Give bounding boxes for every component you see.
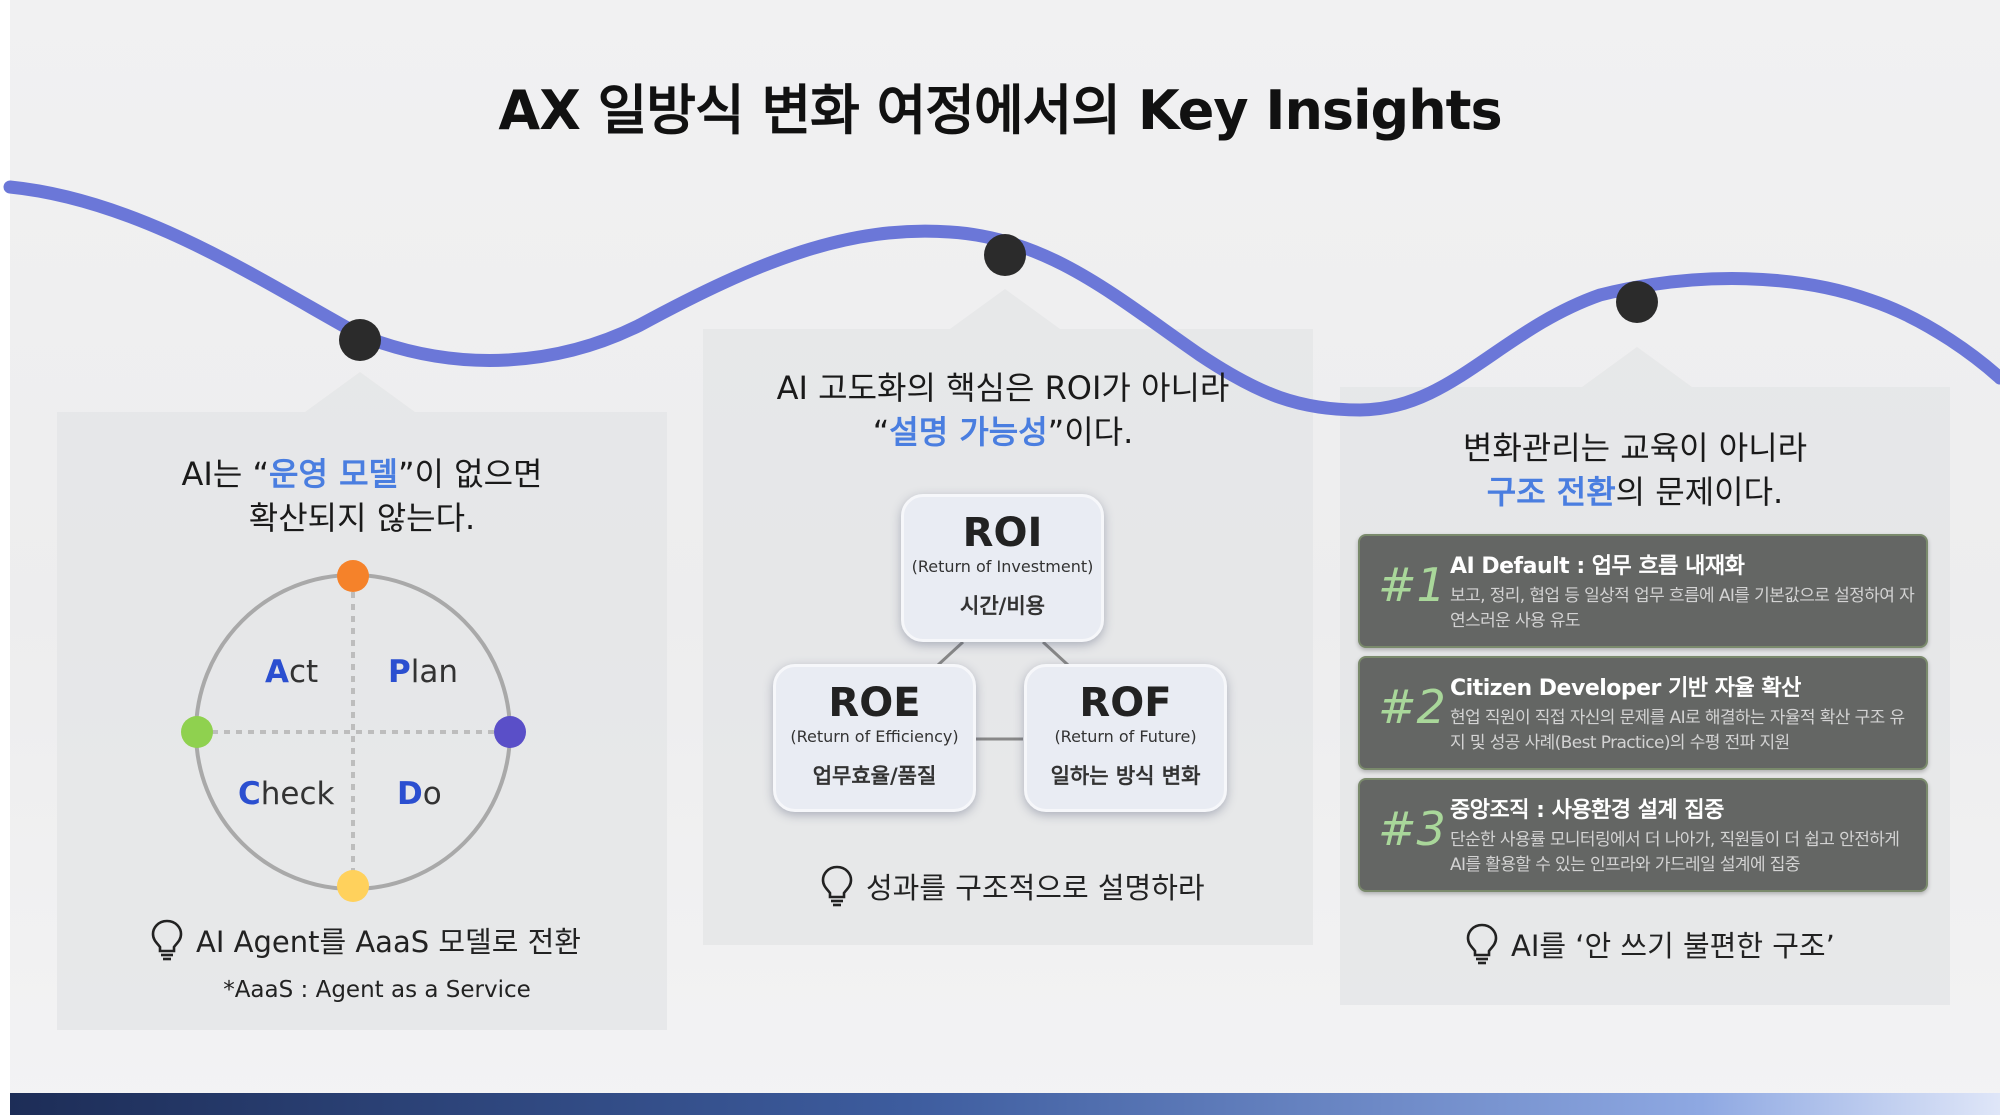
rof-box: ROF (Return of Future) 일하는 방식 변화: [1024, 664, 1227, 812]
box-korean-label: 일하는 방식 변화: [1050, 764, 1201, 788]
bottom-gradient-bar: [10, 1093, 2000, 1115]
tip-text: AI를 ‘안 쓰기 불편한 구조’: [1511, 929, 1835, 963]
pdca-initial: C: [238, 776, 261, 812]
aaas-footnote: *AaaS : Agent as a Service: [223, 977, 531, 1003]
card-title: Citizen Developer 기반 자율 확산: [1450, 676, 1801, 701]
tip-text: AI Agent를 AaaS 모델로 전환: [196, 925, 581, 959]
box-full-name: (Return of Investment): [911, 557, 1094, 576]
pdca-dot-bottom: [337, 870, 369, 902]
lightbulb-icon: [1466, 923, 1498, 965]
lightbulb-icon: [151, 919, 183, 961]
pdca-initial: P: [388, 654, 411, 690]
headline-text: ”이 없으면: [397, 455, 543, 493]
panel-3-headline: 변화관리는 교육이 아니라 구조 전환의 문제이다.: [1340, 426, 1930, 514]
milestone-dot-2: [984, 234, 1026, 276]
headline-highlight: 운영 모델: [269, 455, 398, 493]
pdca-rest: heck: [260, 776, 335, 812]
pdca-dot-right: [494, 716, 526, 748]
insight-card-1: #1 AI Default : 업무 흐름 내재화 보고, 정리, 협업 등 일…: [1358, 534, 1928, 648]
roi-box: ROI (Return of Investment) 시간/비용: [901, 494, 1104, 642]
milestone-dot-1: [339, 319, 381, 361]
pdca-label-check: Check: [238, 776, 334, 812]
headline-highlight: 설명 가능성: [889, 413, 1048, 451]
panel-2-pointer: [950, 289, 1060, 329]
pdca-label-plan: Plan: [388, 654, 458, 690]
panel-1-pointer: [305, 372, 415, 412]
pdca-rest: ct: [289, 654, 319, 690]
pdca-cycle-diagram: [181, 560, 526, 902]
headline-line-2: 확산되지 않는다.: [248, 499, 476, 537]
box-full-name: (Return of Future): [1054, 727, 1197, 746]
box-abbr: ROF: [1079, 680, 1172, 726]
card-title: AI Default : 업무 흐름 내재화: [1450, 554, 1745, 579]
insight-card-3: #3 중앙조직 : 사용환경 설계 집중 단순한 사용률 모니터링에서 더 나아…: [1358, 778, 1928, 892]
pdca-label-do: Do: [397, 776, 442, 812]
panel-1-headline: AI는 “운영 모델”이 없으면 확산되지 않는다.: [57, 452, 667, 540]
card-description: 현업 직원이 직접 자신의 문제를 AI로 해결하는 자율적 확산 구조 유지 …: [1450, 708, 1905, 753]
insight-card-2: #2 Citizen Developer 기반 자율 확산 현업 직원이 직접 …: [1358, 656, 1928, 770]
pdca-dot-top: [337, 560, 369, 592]
box-abbr: ROI: [962, 510, 1043, 556]
wave-line: [3, 180, 2000, 417]
headline-line-1: AI 고도화의 핵심은 ROI가 아니라: [776, 369, 1230, 407]
milestone-dot-3: [1616, 281, 1658, 323]
insight-panel-1: [57, 412, 667, 1030]
headline-text: “: [872, 413, 890, 451]
roe-box: ROE (Return of Efficiency) 업무효율/품질: [773, 664, 976, 812]
box-full-name: (Return of Efficiency): [790, 727, 959, 746]
pdca-label-act: Act: [265, 654, 318, 690]
card-number: #2: [1378, 680, 1446, 734]
box-korean-label: 업무효율/품질: [812, 764, 937, 788]
card-number: #1: [1378, 558, 1446, 612]
panel-1-tip: AI Agent를 AaaS 모델로 전환: [150, 918, 581, 962]
page-title: AX 일방식 변화 여정에서의 Key Insights: [498, 79, 1502, 142]
panel-3-tip: AI를 ‘안 쓰기 불편한 구조’: [1465, 922, 1835, 966]
lightbulb-icon: [821, 865, 853, 907]
pdca-initial: D: [397, 776, 423, 812]
card-description: 보고, 정리, 협업 등 일상적 업무 흐름에 AI를 기본값으로 설정하여 자…: [1450, 586, 1915, 631]
headline-text: 의 문제이다.: [1615, 473, 1784, 511]
pdca-initial: A: [265, 654, 289, 690]
pdca-rest: lan: [410, 654, 458, 690]
panel-2-headline: AI 고도화의 핵심은 ROI가 아니라 “설명 가능성”이다.: [703, 366, 1303, 454]
panel-3-pointer: [1582, 347, 1692, 387]
pdca-dot-left: [181, 716, 213, 748]
box-abbr: ROE: [828, 680, 921, 726]
pdca-rest: o: [422, 776, 442, 812]
headline-text: ”이다.: [1047, 413, 1134, 451]
tip-text: 성과를 구조적으로 설명하라: [866, 871, 1205, 905]
headline-highlight: 구조 전환: [1486, 473, 1616, 511]
card-number: #3: [1378, 802, 1446, 856]
card-description: 단순한 사용률 모니터링에서 더 나아가, 직원들이 더 쉽고 안전하게 AI를…: [1450, 830, 1900, 875]
box-korean-label: 시간/비용: [960, 594, 1045, 618]
panel-2-tip: 성과를 구조적으로 설명하라: [820, 864, 1205, 908]
headline-text: AI는 “: [181, 455, 270, 493]
card-title: 중앙조직 : 사용환경 설계 집중: [1450, 798, 1724, 823]
headline-line-1: 변화관리는 교육이 아니라: [1462, 429, 1808, 467]
